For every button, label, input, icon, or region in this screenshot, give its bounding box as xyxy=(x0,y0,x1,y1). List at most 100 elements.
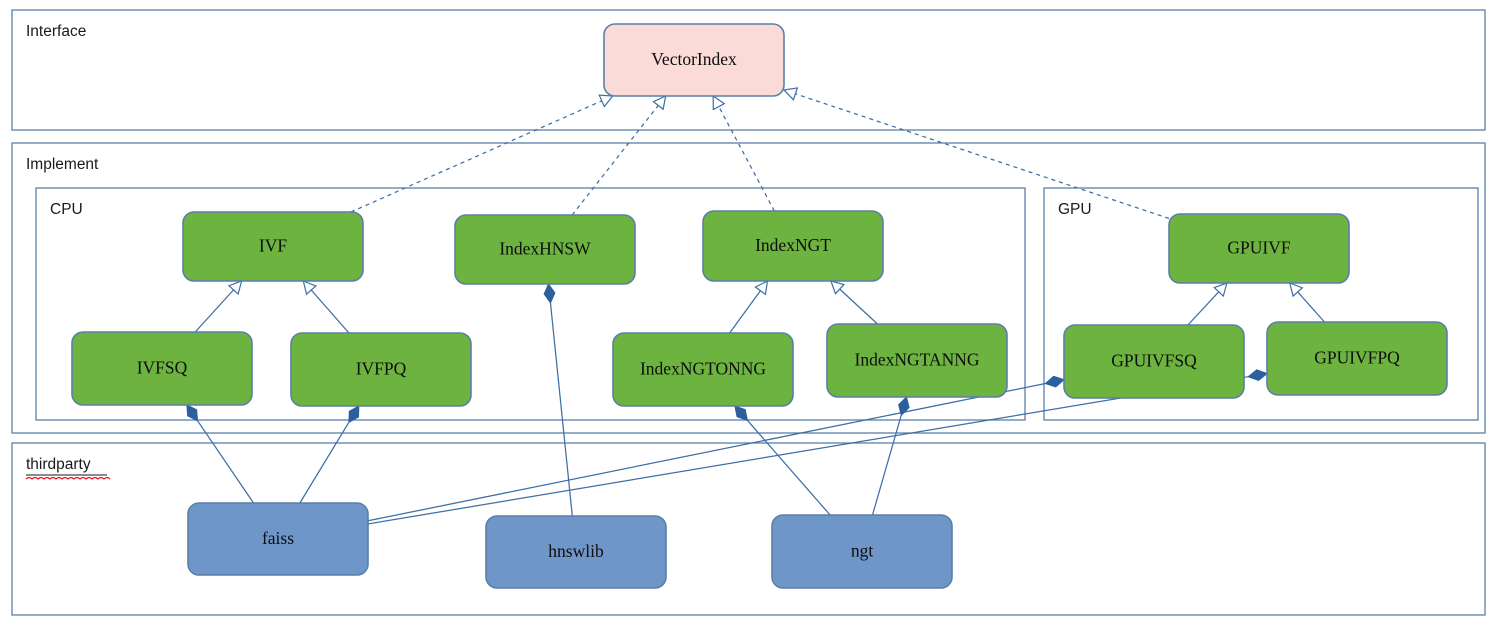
edges-layer xyxy=(186,87,1325,525)
group-label-implement: Implement xyxy=(26,156,99,173)
group-label-cpu: CPU xyxy=(50,201,83,218)
node-ngt[interactable]: ngt xyxy=(771,514,953,589)
diamond-ngt-comp-ngtanng xyxy=(898,396,910,417)
edge-gpuivf-impl-vectorindex xyxy=(782,87,1170,220)
node-IndexNGT[interactable]: IndexNGT xyxy=(702,210,884,282)
node-box-faiss[interactable] xyxy=(187,502,369,576)
node-GPUIVF[interactable]: GPUIVF xyxy=(1168,213,1350,284)
node-IVFPQ[interactable]: IVFPQ xyxy=(290,332,472,407)
edge-line-ngtanng-ext-indexngt xyxy=(839,288,878,325)
edge-ngtanng-ext-indexngt xyxy=(829,280,878,325)
node-box-IndexNGTANNG[interactable] xyxy=(826,323,1008,398)
node-label-VectorIndex: VectorIndex xyxy=(651,49,737,69)
edge-hnswlib-comp-indexhnsw xyxy=(543,282,573,517)
edge-line-faiss-comp-gpuivfpq xyxy=(367,376,1249,525)
edge-indexhnsw-impl-vectorindex xyxy=(571,94,667,216)
node-box-VectorIndex[interactable] xyxy=(603,23,785,97)
edge-line-gpuivfsq-ext-gpuivf xyxy=(1187,291,1220,326)
edge-line-ngt-comp-ngtanng xyxy=(871,415,902,516)
node-label-IndexHNSW: IndexHNSW xyxy=(499,239,591,259)
edge-ivfsq-ext-ivf xyxy=(194,280,243,333)
node-box-IndexNGT[interactable] xyxy=(702,210,884,282)
arrowhead-ivfsq-ext-ivf xyxy=(227,280,243,296)
node-label-faiss: faiss xyxy=(262,528,294,548)
node-GPUIVFSQ[interactable]: GPUIVFSQ xyxy=(1063,324,1245,399)
node-box-IVFSQ[interactable] xyxy=(71,331,253,406)
edge-line-ivfpq-ext-ivf xyxy=(310,289,350,334)
diamond-ngt-comp-ngtonng xyxy=(734,405,749,422)
arrowhead-gpuivfpq-ext-gpuivf xyxy=(1288,282,1304,298)
diamond-hnswlib-comp-indexhnsw xyxy=(543,282,556,304)
node-IVFSQ[interactable]: IVFSQ xyxy=(71,331,253,406)
node-GPUIVFPQ[interactable]: GPUIVFPQ xyxy=(1266,321,1448,396)
edge-line-indexngt-impl-vectorindex xyxy=(718,106,775,212)
edge-faiss-comp-gpuivfpq xyxy=(367,369,1268,525)
diamond-faiss-comp-gpuivfpq xyxy=(1247,369,1268,382)
arrowhead-gpuivf-impl-vectorindex xyxy=(782,87,799,101)
edge-ngt-comp-ngtanng xyxy=(871,396,910,516)
node-box-ngt[interactable] xyxy=(771,514,953,589)
edge-faiss-comp-gpuivfsq xyxy=(367,375,1065,522)
node-IndexHNSW[interactable]: IndexHNSW xyxy=(454,214,636,285)
edge-line-ngtonng-ext-indexngt xyxy=(729,290,761,334)
node-label-GPUIVFSQ: GPUIVFSQ xyxy=(1111,351,1197,371)
node-IndexNGTANNG[interactable]: IndexNGTANNG xyxy=(826,323,1008,398)
edge-line-hnswlib-comp-indexhnsw xyxy=(549,302,573,517)
node-faiss[interactable]: faiss xyxy=(187,502,369,576)
edge-line-ivfsq-ext-ivf xyxy=(194,289,234,333)
edge-gpuivfsq-ext-gpuivf xyxy=(1187,282,1228,326)
arrowhead-gpuivfsq-ext-gpuivf xyxy=(1213,282,1228,298)
diamond-faiss-comp-ivfsq xyxy=(186,404,199,422)
edge-faiss-comp-ivfpq xyxy=(299,405,360,504)
node-box-hnswlib[interactable] xyxy=(485,515,667,589)
group-label-gpu: GPU xyxy=(1058,201,1092,218)
diamond-faiss-comp-gpuivfsq xyxy=(1044,375,1065,388)
edge-line-faiss-comp-ivfsq xyxy=(197,420,255,504)
node-hnswlib[interactable]: hnswlib xyxy=(485,515,667,589)
node-label-GPUIVFPQ: GPUIVFPQ xyxy=(1314,348,1400,368)
node-label-GPUIVF: GPUIVF xyxy=(1227,238,1290,258)
edge-line-gpuivf-impl-vectorindex xyxy=(795,93,1170,220)
diamond-faiss-comp-ivfpq xyxy=(348,405,360,424)
node-VectorIndex[interactable]: VectorIndex xyxy=(603,23,785,97)
node-label-IndexNGTANNG: IndexNGTANNG xyxy=(855,350,980,370)
arrowhead-ngtanng-ext-indexngt xyxy=(829,280,846,295)
arrowhead-ivfpq-ext-ivf xyxy=(302,280,318,296)
node-IVF[interactable]: IVF xyxy=(182,211,364,282)
node-label-IVFPQ: IVFPQ xyxy=(356,359,407,379)
node-box-IndexNGTONNG[interactable] xyxy=(612,332,794,407)
edge-line-ivf-impl-vectorindex xyxy=(350,100,603,213)
arrowhead-ngtonng-ext-indexngt xyxy=(754,279,769,296)
node-box-GPUIVFSQ[interactable] xyxy=(1063,324,1245,399)
node-IndexNGTONNG[interactable]: IndexNGTONNG xyxy=(612,332,794,407)
arrowhead-indexngt-impl-vectorindex xyxy=(712,94,726,111)
node-box-IVFPQ[interactable] xyxy=(290,332,472,407)
node-box-GPUIVFPQ[interactable] xyxy=(1266,321,1448,396)
edge-ivf-impl-vectorindex xyxy=(350,94,614,213)
edge-indexngt-impl-vectorindex xyxy=(712,94,775,212)
edge-line-ngt-comp-ngtonng xyxy=(746,419,831,516)
node-box-IVF[interactable] xyxy=(182,211,364,282)
arrowhead-ivf-impl-vectorindex xyxy=(598,94,614,108)
edge-line-faiss-comp-gpuivfsq xyxy=(367,382,1046,522)
group-label-interface: Interface xyxy=(26,23,86,40)
node-label-IVFSQ: IVFSQ xyxy=(137,358,188,378)
node-label-hnswlib: hnswlib xyxy=(548,541,604,561)
node-label-IndexNGTONNG: IndexNGTONNG xyxy=(640,359,766,379)
spellcheck-squiggle-thirdparty xyxy=(25,476,111,480)
edge-gpuivfpq-ext-gpuivf xyxy=(1288,282,1325,323)
node-label-IVF: IVF xyxy=(259,236,287,256)
node-label-ngt: ngt xyxy=(851,541,874,561)
arrowhead-indexhnsw-impl-vectorindex xyxy=(652,94,667,111)
edge-ivfpq-ext-ivf xyxy=(302,280,350,334)
node-box-IndexHNSW[interactable] xyxy=(454,214,636,285)
group-label-thirdparty: thirdparty xyxy=(26,456,91,473)
edge-ngtonng-ext-indexngt xyxy=(729,279,769,334)
edge-faiss-comp-ivfsq xyxy=(186,404,255,504)
edge-ngt-comp-ngtonng xyxy=(734,405,831,516)
node-box-GPUIVF[interactable] xyxy=(1168,213,1350,284)
